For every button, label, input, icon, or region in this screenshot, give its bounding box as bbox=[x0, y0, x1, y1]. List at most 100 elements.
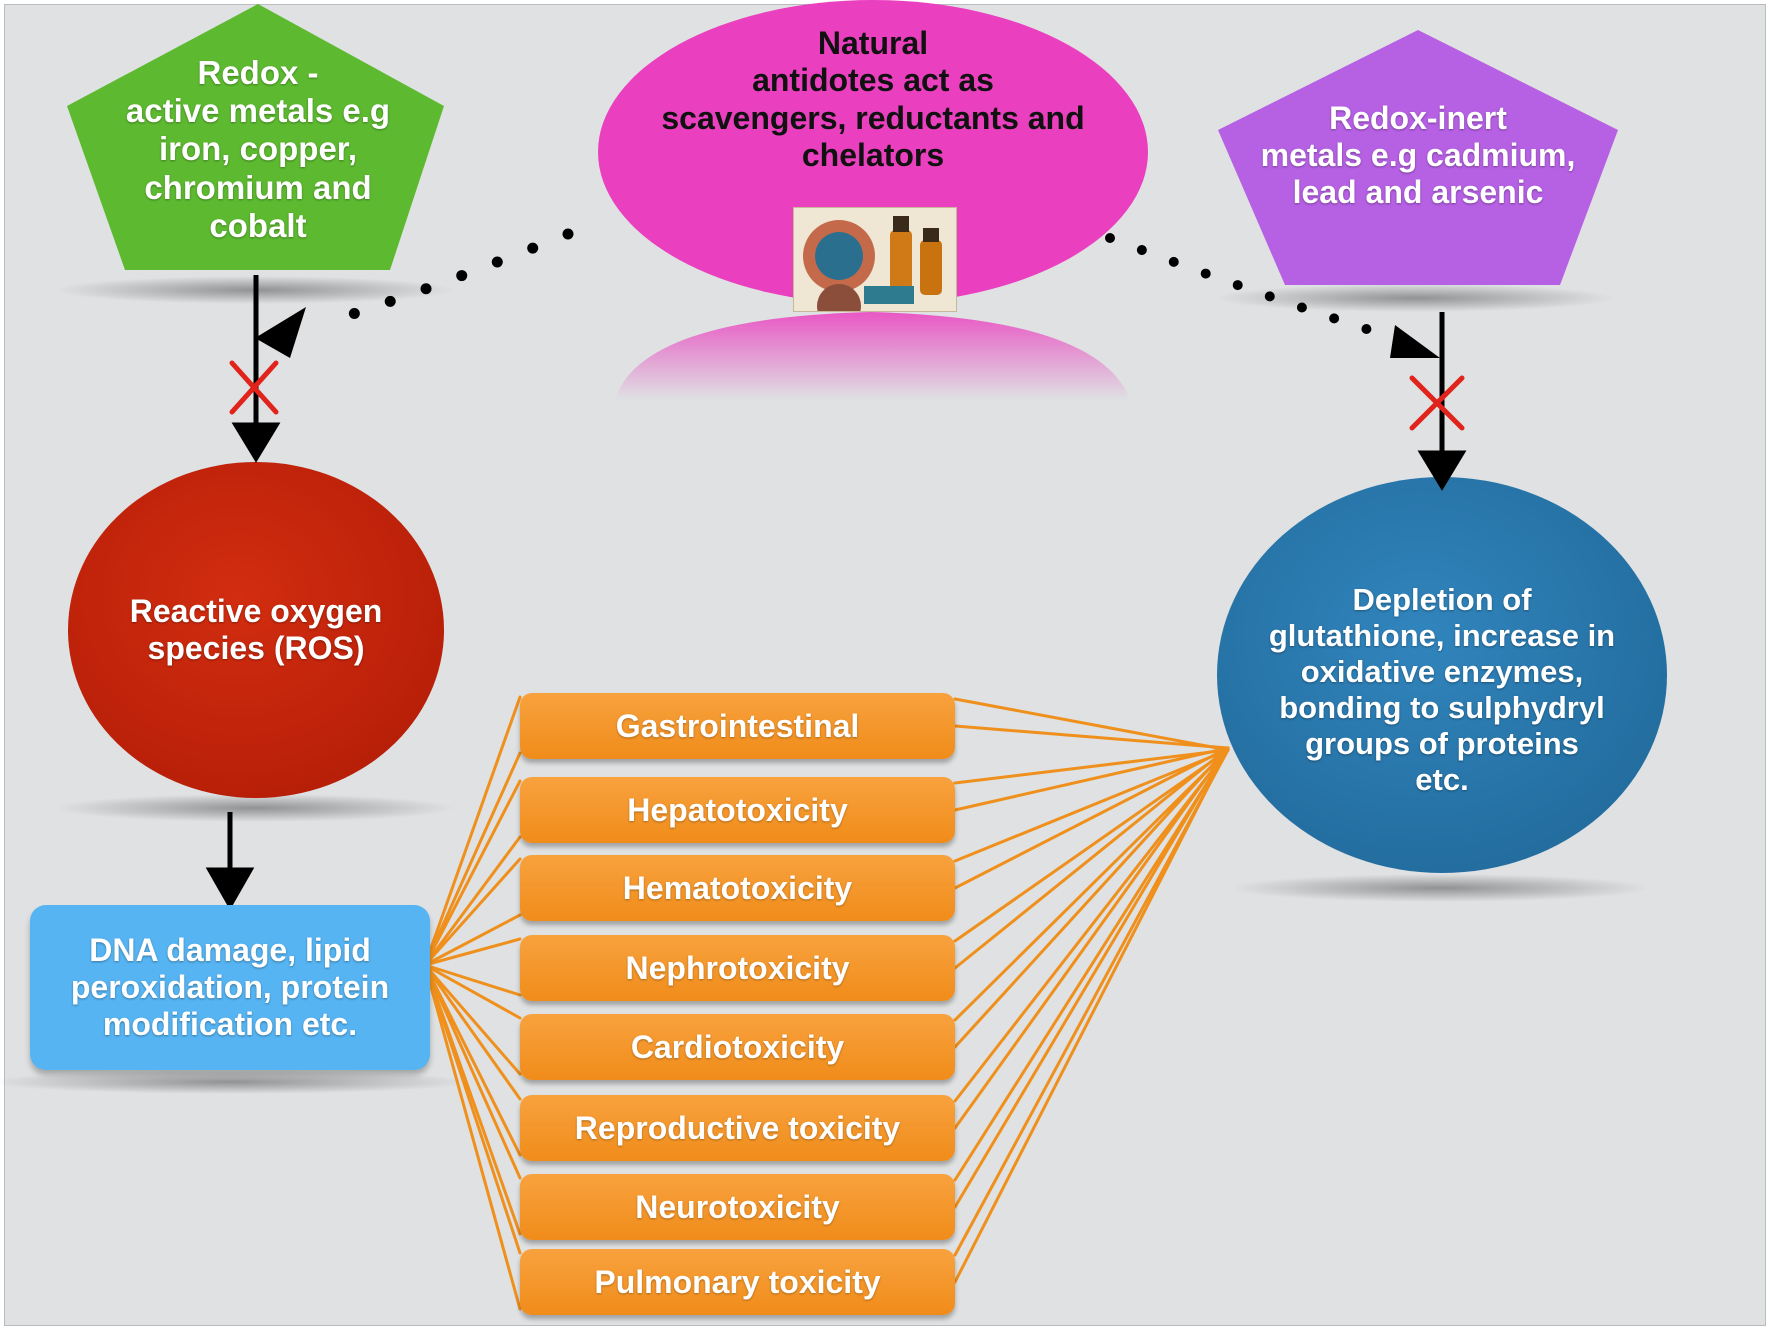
shadow-redox-inert bbox=[1215, 284, 1615, 312]
toxicity-box-gastrointestinal: Gastrointestinal bbox=[520, 693, 955, 759]
redox-inert-line: metals e.g cadmium, bbox=[1260, 136, 1576, 173]
black-arrows bbox=[205, 275, 1467, 911]
connector-depletion-to-toxicity bbox=[953, 748, 1230, 1022]
dotted-path-to-redox-active bbox=[322, 228, 574, 328]
depletion-circle bbox=[1217, 477, 1667, 873]
redox-active-line: chromium and bbox=[144, 168, 372, 206]
antidote-line: antidotes act as bbox=[752, 62, 994, 99]
shadow-ros bbox=[55, 794, 455, 822]
toxicity-box-reproductive: Reproductive toxicity bbox=[520, 1095, 955, 1161]
antidote-ellipse bbox=[598, 0, 1148, 304]
arrowhead-redox-to-ros bbox=[231, 422, 281, 463]
depletion-label: Depletion of glutathione, increase in ox… bbox=[1230, 565, 1654, 815]
redox-active-pentagon bbox=[67, 4, 444, 270]
connector-depletion-to-toxicity bbox=[953, 746, 1230, 812]
connector-depletion-to-toxicity bbox=[953, 748, 1230, 1103]
redox-inert-text: Redox-inert metals e.g cadmium, lead and… bbox=[1261, 100, 1576, 211]
dna-damage-line: peroxidation, protein bbox=[70, 968, 390, 1005]
depletion-text: Depletion of glutathione, increase in ox… bbox=[1269, 582, 1615, 798]
connector-dna-to-toxicity bbox=[423, 963, 522, 1255]
redox-inert-line: lead and arsenic bbox=[1292, 174, 1544, 211]
connector-depletion-to-toxicity bbox=[953, 748, 1230, 1182]
toxicity-box-hematotoxicity: Hematotoxicity bbox=[520, 855, 955, 921]
toxicity-label: Gastrointestinal bbox=[615, 707, 860, 744]
toxicity-box-hepatotoxicity: Hepatotoxicity bbox=[520, 777, 955, 843]
toxicity-label: Pulmonary toxicity bbox=[594, 1263, 881, 1300]
connector-depletion-to-toxicity bbox=[953, 746, 1230, 1130]
connector-dna-to-toxicity bbox=[423, 963, 522, 997]
dna-damage-label: DNA damage, lipid peroxidation, protein … bbox=[30, 905, 430, 1070]
connector-dna-to-toxicity bbox=[423, 963, 522, 1101]
depletion-line: groups of proteins bbox=[1305, 725, 1579, 761]
redox-active-text: Redox - active metals e.g iron, copper, … bbox=[126, 54, 390, 245]
depletion-line: bonding to sulphydryl bbox=[1279, 690, 1605, 725]
toxicity-box-pulmonary: Pulmonary toxicity bbox=[520, 1249, 955, 1315]
connector-depletion-to-toxicity bbox=[953, 724, 1230, 750]
arrowhead-ros-to-dna bbox=[205, 867, 255, 911]
toxicity-connectors bbox=[423, 695, 1230, 1311]
dna-damage-line: DNA damage, lipid bbox=[89, 931, 371, 968]
antidote-reflection bbox=[615, 312, 1130, 400]
toxicity-label: Nephrotoxicity bbox=[625, 949, 850, 986]
antidote-line: chelators bbox=[801, 136, 945, 173]
connector-dna-to-toxicity bbox=[423, 751, 522, 967]
connector-dna-to-toxicity bbox=[423, 963, 522, 1157]
block-marks bbox=[229, 360, 1465, 431]
connector-dna-to-toxicity bbox=[423, 857, 522, 967]
block-mark-right-b bbox=[1409, 375, 1465, 431]
redox-inert-line: Redox-inert bbox=[1329, 99, 1507, 136]
dna-damage-box bbox=[30, 905, 430, 1070]
connector-depletion-to-toxicity bbox=[953, 748, 1230, 1257]
connector-depletion-to-toxicity bbox=[953, 746, 1230, 1209]
connector-depletion-to-toxicity bbox=[953, 746, 1230, 1049]
connector-dna-to-toxicity bbox=[423, 695, 522, 967]
connector-depletion-to-toxicity bbox=[953, 748, 1230, 863]
depletion-line: etc. bbox=[1415, 761, 1469, 797]
connector-depletion-to-toxicity bbox=[953, 748, 1230, 943]
antidote-text: Natural antidotes act as scavengers, red… bbox=[661, 25, 1084, 173]
shadow-depletion bbox=[1230, 874, 1650, 902]
ros-label: Reactive oxygen species (ROS) bbox=[90, 585, 422, 675]
connector-dna-to-toxicity bbox=[423, 779, 522, 967]
connector-depletion-to-toxicity bbox=[953, 746, 1230, 890]
antidote-line: Natural bbox=[817, 25, 929, 62]
shadow-dna bbox=[0, 1070, 470, 1094]
redox-inert-label: Redox-inert metals e.g cadmium, lead and… bbox=[1230, 88, 1606, 223]
antidote-photo bbox=[793, 207, 957, 312]
connector-dna-to-toxicity bbox=[423, 963, 522, 1180]
ros-line: Reactive oxygen bbox=[129, 592, 383, 629]
arrowhead-inert-to-depletion bbox=[1417, 450, 1467, 491]
connector-dna-to-toxicity bbox=[423, 963, 522, 1311]
redox-active-label: Redox - active metals e.g iron, copper, … bbox=[100, 42, 416, 257]
connector-dna-to-toxicity bbox=[423, 937, 522, 967]
toxicity-label: Neurotoxicity bbox=[635, 1188, 840, 1225]
antidote-photo-art bbox=[794, 208, 956, 311]
dotted-arrowhead-left bbox=[255, 307, 306, 358]
redox-active-line: iron, copper, bbox=[158, 130, 358, 168]
toxicity-label: Cardiotoxicity bbox=[630, 1028, 845, 1065]
dna-damage-line: modification etc. bbox=[102, 1006, 358, 1043]
dotted-arrowhead-right bbox=[1390, 325, 1440, 358]
depletion-line: Depletion of bbox=[1352, 582, 1532, 618]
connector-dna-to-toxicity bbox=[423, 913, 522, 967]
connector-dna-to-toxicity bbox=[423, 963, 522, 1020]
depletion-line: oxidative enzymes, bbox=[1300, 654, 1584, 690]
ros-text: Reactive oxygen species (ROS) bbox=[130, 593, 383, 667]
depletion-line: glutathione, increase in bbox=[1268, 618, 1616, 654]
connector-dna-to-toxicity bbox=[423, 835, 522, 967]
connector-depletion-to-toxicity bbox=[953, 746, 1230, 970]
dna-damage-text: DNA damage, lipid peroxidation, protein … bbox=[71, 932, 389, 1043]
toxicity-label: Hematotoxicity bbox=[622, 869, 853, 906]
toxicity-label: Hepatotoxicity bbox=[627, 791, 848, 828]
redox-inert-pentagon bbox=[1218, 30, 1618, 285]
toxicity-label: Reproductive toxicity bbox=[574, 1109, 901, 1146]
antidote-line: scavengers, reductants and bbox=[661, 99, 1085, 136]
block-mark-left-b bbox=[229, 360, 279, 415]
connector-depletion-to-toxicity bbox=[953, 697, 1230, 752]
toxicity-box-neurotoxicity: Neurotoxicity bbox=[520, 1174, 955, 1240]
redox-active-line: Redox - bbox=[197, 53, 319, 91]
ros-circle bbox=[68, 462, 444, 798]
toxicity-box-cardiotoxicity: Cardiotoxicity bbox=[520, 1014, 955, 1080]
